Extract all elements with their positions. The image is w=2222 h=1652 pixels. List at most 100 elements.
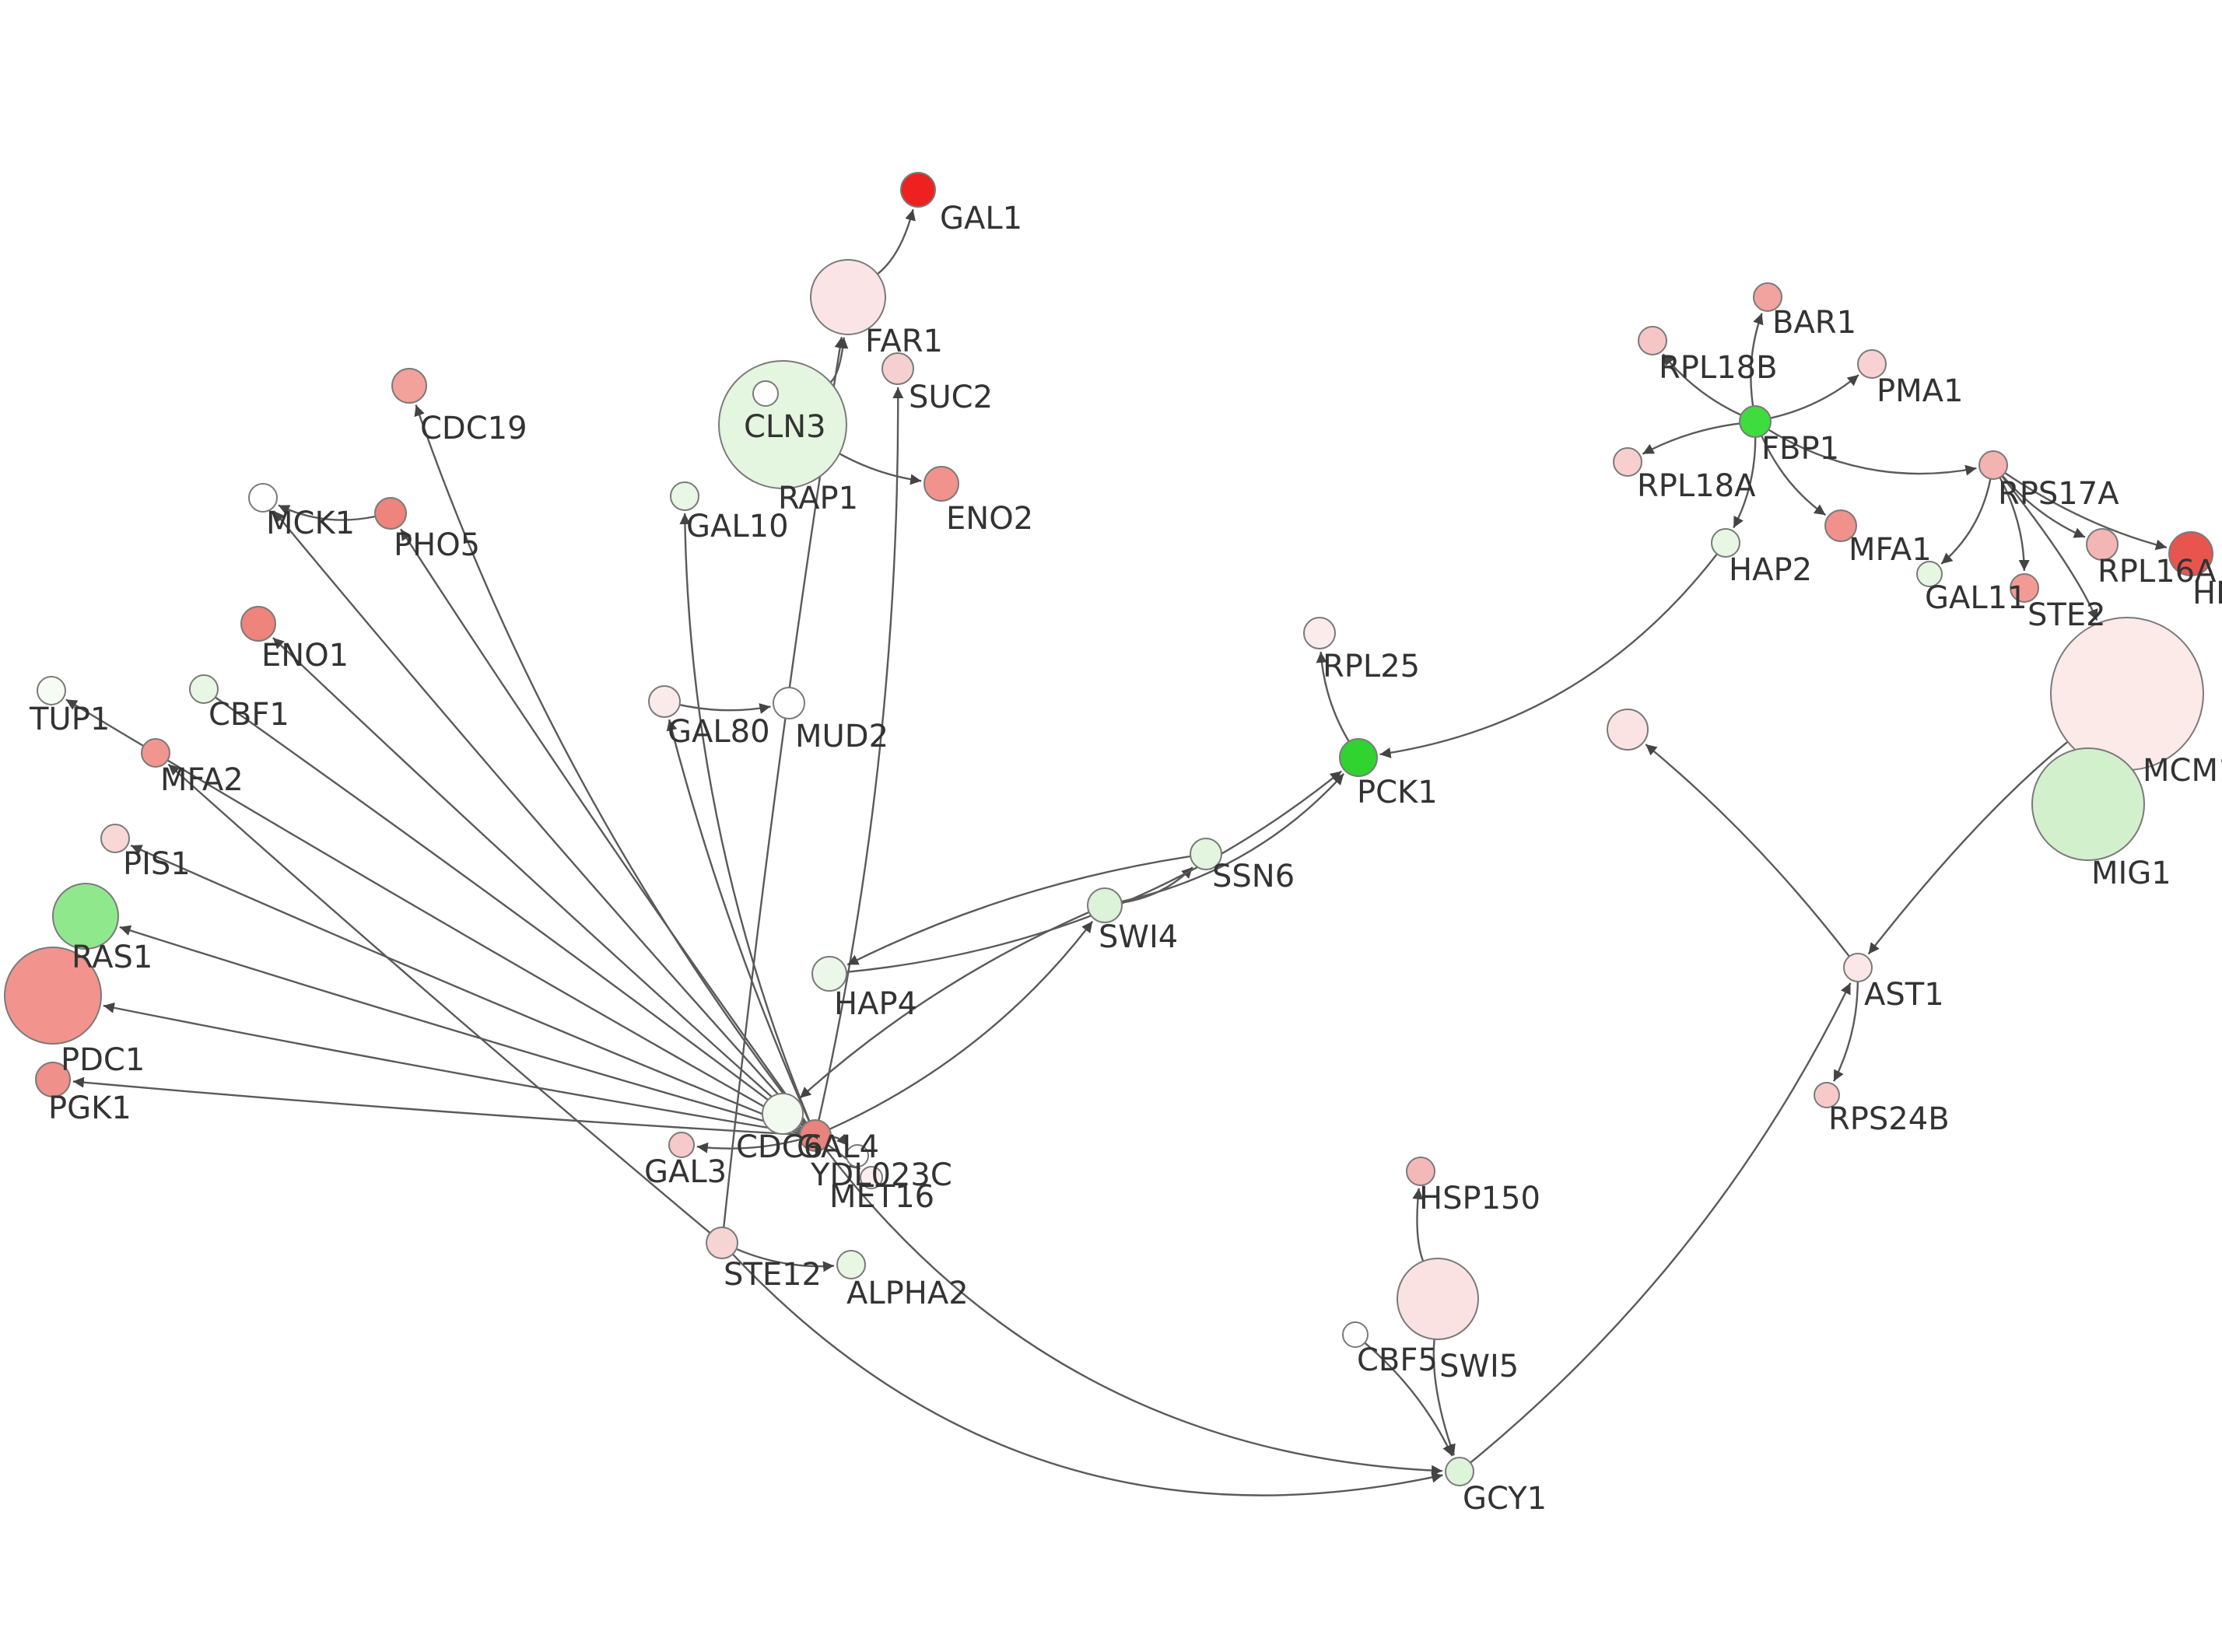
node-RAP1[interactable]: [752, 380, 779, 407]
edge-SWI4-CDC6[interactable]: [799, 911, 1090, 1099]
edge-PCK1-RPL25[interactable]: [1316, 651, 1350, 743]
node-PMA1[interactable]: [1857, 349, 1887, 379]
edge-GAL4-RAS1[interactable]: [119, 925, 801, 1132]
node-CDC19[interactable]: [391, 368, 427, 404]
edge-GAL4-GAL80[interactable]: [666, 719, 811, 1122]
edge-GAL4-GAL3[interactable]: [696, 1138, 801, 1153]
edge-SWI4-PCK1[interactable]: [1121, 772, 1345, 903]
edge-RPS17A-RPL16A[interactable]: [2001, 474, 2086, 538]
edge-FBP1-HAP2[interactable]: [1733, 436, 1757, 529]
node-PCK1[interactable]: [1339, 738, 1378, 777]
node-GAL3[interactable]: [668, 1132, 695, 1158]
node-STE12[interactable]: [706, 1227, 738, 1259]
edge-SSN6-HAP4[interactable]: [846, 855, 1191, 966]
edge-FAR1-GAL1[interactable]: [877, 208, 916, 275]
node-NODE1[interactable]: [1607, 709, 1649, 751]
node-TUP1[interactable]: [37, 676, 66, 705]
node-HSP150[interactable]: [1406, 1157, 1435, 1186]
node-ENO2[interactable]: [923, 466, 959, 502]
node-GCY1[interactable]: [1445, 1457, 1474, 1486]
edge-AST1-NODE1[interactable]: [1645, 744, 1850, 957]
node-ENO1[interactable]: [240, 606, 276, 642]
node-RPL18B[interactable]: [1638, 326, 1667, 355]
edge-GAL4-GAL10[interactable]: [679, 513, 811, 1122]
edge-STE12-GCY1[interactable]: [731, 1253, 1443, 1496]
edge-GAL4-SWI4[interactable]: [829, 920, 1094, 1130]
node-SWI5[interactable]: [1397, 1258, 1479, 1340]
node-SSN6[interactable]: [1190, 838, 1222, 870]
edge-FBP1-RPL18B[interactable]: [1662, 353, 1742, 416]
edge-RPS17A-GAL11[interactable]: [1940, 478, 1992, 565]
edge-FBP1-RPS17A[interactable]: [1768, 429, 1977, 476]
edge-STE12-MFA2[interactable]: [167, 763, 711, 1234]
node-MCK1[interactable]: [248, 483, 278, 513]
node-MET16[interactable]: [860, 1166, 883, 1189]
edge-GAL4-PGK1[interactable]: [72, 1076, 801, 1136]
node-GAL1[interactable]: [900, 172, 936, 208]
edge-CBF1-MET16[interactable]: [214, 696, 861, 1171]
edge-FBP1-BAR1[interactable]: [1750, 313, 1764, 407]
edge-HAP2-PCK1[interactable]: [1379, 553, 1718, 758]
node-YDL023C[interactable]: [846, 1144, 869, 1167]
edge-PHO5-MCK1[interactable]: [278, 504, 376, 521]
node-HIS4[interactable]: [2168, 531, 2213, 576]
edge-FBP1-PMA1[interactable]: [1770, 374, 1859, 419]
node-BAR1[interactable]: [1753, 282, 1782, 312]
edge-GAL4-CDC19[interactable]: [414, 404, 807, 1124]
edge-SWI5-GCY1[interactable]: [1432, 1339, 1456, 1456]
edge-AST1-RPS24B[interactable]: [1832, 981, 1859, 1082]
edge-SWI4-SSN6[interactable]: [1121, 866, 1193, 904]
node-MCM1[interactable]: [2050, 617, 2204, 771]
edge-GCY1-AST1[interactable]: [1470, 982, 1852, 1464]
edge-RPS17A-MCM1[interactable]: [2001, 475, 2098, 621]
node-RPS17A[interactable]: [1978, 450, 2008, 480]
node-MUD2[interactable]: [773, 687, 805, 719]
node-PIS1[interactable]: [100, 824, 130, 853]
edge-RPS17A-STE2[interactable]: [1999, 477, 2030, 572]
node-GAL11[interactable]: [1916, 561, 1943, 587]
node-STE2[interactable]: [2010, 573, 2039, 603]
edge-GAL4-YDL023C[interactable]: [830, 1133, 849, 1146]
node-PHO5[interactable]: [374, 497, 407, 530]
node-SUC2[interactable]: [881, 352, 914, 385]
edge-FBP1-RPL18A[interactable]: [1642, 422, 1740, 455]
node-CLN3[interactable]: [718, 360, 847, 489]
node-SWI4[interactable]: [1087, 887, 1123, 923]
edge-CBF5-GCY1[interactable]: [1364, 1342, 1453, 1457]
node-RPL25[interactable]: [1303, 617, 1336, 649]
node-FBP1[interactable]: [1739, 405, 1772, 438]
node-MFA2[interactable]: [141, 738, 170, 768]
edge-STE12-ALPHA2[interactable]: [735, 1248, 835, 1272]
node-RPL16A[interactable]: [2086, 528, 2119, 561]
edge-GAL4-PHO5[interactable]: [399, 528, 808, 1124]
node-MIG1[interactable]: [2031, 747, 2145, 861]
edge-FBP1-MFA1[interactable]: [1761, 435, 1827, 516]
node-CBF1[interactable]: [189, 674, 219, 704]
node-RPL18A[interactable]: [1613, 447, 1642, 477]
node-CBF5[interactable]: [1342, 1321, 1369, 1348]
edge-GAL4-ENO1[interactable]: [272, 637, 804, 1126]
node-RPS24B[interactable]: [1814, 1082, 1840, 1108]
node-RAS1[interactable]: [52, 883, 119, 950]
node-HAP2[interactable]: [1711, 528, 1740, 558]
node-PGK1[interactable]: [35, 1062, 71, 1097]
edge-GAL4-GCY1[interactable]: [824, 1147, 1443, 1476]
node-PDC1[interactable]: [4, 947, 102, 1045]
node-HAP4[interactable]: [811, 956, 847, 992]
node-AST1[interactable]: [1843, 953, 1873, 982]
edge-GAL4-TUP1[interactable]: [65, 698, 803, 1129]
edge-MCM1-AST1[interactable]: [1867, 740, 2069, 955]
node-GAL80[interactable]: [648, 685, 681, 718]
edge-GAL80-MUD2[interactable]: [679, 703, 771, 714]
node-GAL4[interactable]: [799, 1119, 832, 1152]
edge-GAL4-PDC1[interactable]: [103, 1002, 801, 1134]
edge-SWI5-HSP150[interactable]: [1412, 1188, 1425, 1262]
node-CDC6[interactable]: [762, 1093, 804, 1135]
edge-GAL4-MCK1[interactable]: [273, 510, 806, 1125]
edge-GAL4-SUC2[interactable]: [818, 387, 904, 1121]
edge-GAL4-PIS1[interactable]: [130, 844, 801, 1131]
node-ALPHA2[interactable]: [836, 1250, 866, 1279]
node-FAR1[interactable]: [810, 259, 886, 335]
